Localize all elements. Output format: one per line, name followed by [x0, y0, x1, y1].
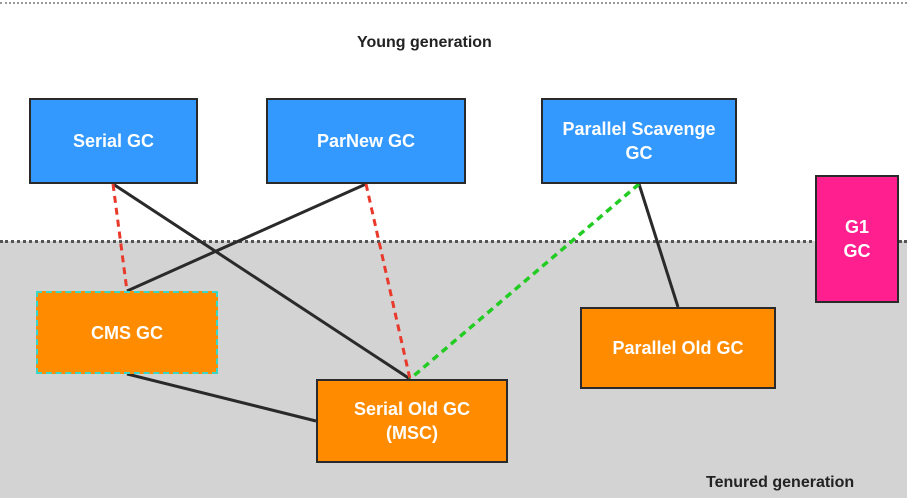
g1-gc-box: G1 GC — [815, 175, 899, 303]
parallel-old-gc-box: Parallel Old GC — [580, 307, 776, 389]
cms-gc-box: CMS GC — [36, 291, 218, 374]
tenured-generation-label: Tenured generation — [706, 474, 855, 491]
dashed-link-parnew-to-serial-old — [364, 183, 412, 380]
young-generation-label: Young generation — [357, 34, 492, 51]
link-cms-to-serial-old — [126, 372, 317, 423]
parnew-gc-box: ParNew GC — [266, 98, 466, 184]
dashed-link-parallel-scavenge-to-serial-old — [408, 182, 641, 381]
serial-old-gc-box: Serial Old GC (MSC) — [316, 379, 508, 463]
serial-gc-box: Serial GC — [29, 98, 198, 184]
link-serial-to-serial-old — [112, 182, 411, 381]
dashed-link-serial-to-cms — [111, 183, 129, 292]
link-parallel-scavenge-to-parallel-old — [637, 183, 680, 308]
parallel-scavenge-gc-box: Parallel Scavenge GC — [541, 98, 737, 184]
link-parnew-to-cms — [126, 182, 367, 293]
top-dotted-border — [0, 2, 907, 4]
generation-divider — [0, 240, 907, 243]
